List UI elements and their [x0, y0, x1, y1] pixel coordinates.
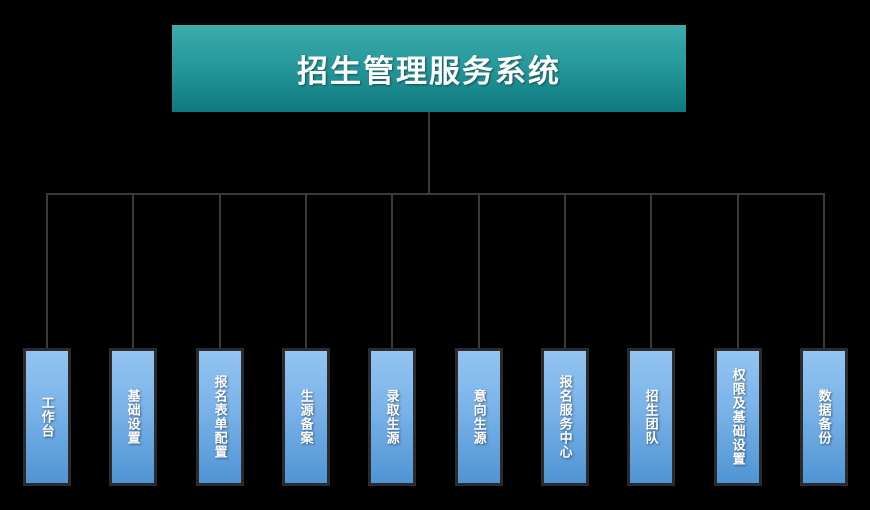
child-node-label: 生源备案	[298, 389, 314, 445]
child-node-admitted-students[interactable]: 录取生源	[368, 348, 416, 486]
child-node-permissions-and-basic-settings[interactable]: 权限及基础设置	[714, 348, 762, 486]
horizontal-bus-connector	[47, 193, 824, 195]
child-node-registration-form-config[interactable]: 报名表单配置	[196, 348, 244, 486]
child-connector-1	[46, 193, 48, 348]
child-node-prospective-students[interactable]: 意向生源	[455, 348, 503, 486]
child-node-label: 权限及基础设置	[730, 368, 746, 466]
child-node-label: 基础设置	[125, 389, 141, 445]
root-stem-connector	[428, 112, 430, 194]
child-connector-2	[132, 193, 134, 348]
child-connector-3	[219, 193, 221, 348]
child-connector-4	[305, 193, 307, 348]
child-node-label: 意向生源	[471, 389, 487, 445]
child-node-basic-settings[interactable]: 基础设置	[109, 348, 157, 486]
child-node-registration-service-center[interactable]: 报名服务中心	[541, 348, 589, 486]
root-node-label: 招生管理服务系统	[297, 54, 561, 89]
child-node-enrollment-team[interactable]: 招生团队	[627, 348, 675, 486]
root-node[interactable]: 招生管理服务系统	[172, 25, 686, 112]
child-node-data-backup[interactable]: 数据备份	[800, 348, 848, 486]
child-connector-10	[823, 193, 825, 348]
child-connector-5	[391, 193, 393, 348]
child-connector-7	[564, 193, 566, 348]
child-connector-6	[478, 193, 480, 348]
child-connector-8	[650, 193, 652, 348]
child-node-label: 工作台	[39, 396, 55, 438]
child-node-label: 招生团队	[643, 389, 659, 445]
child-connector-9	[737, 193, 739, 348]
child-node-label: 数据备份	[816, 389, 832, 445]
child-node-label: 报名服务中心	[557, 375, 573, 459]
child-node-label: 报名表单配置	[212, 375, 228, 459]
child-node-label: 录取生源	[384, 389, 400, 445]
child-node-workbench[interactable]: 工作台	[23, 348, 71, 486]
child-node-source-filing[interactable]: 生源备案	[282, 348, 330, 486]
